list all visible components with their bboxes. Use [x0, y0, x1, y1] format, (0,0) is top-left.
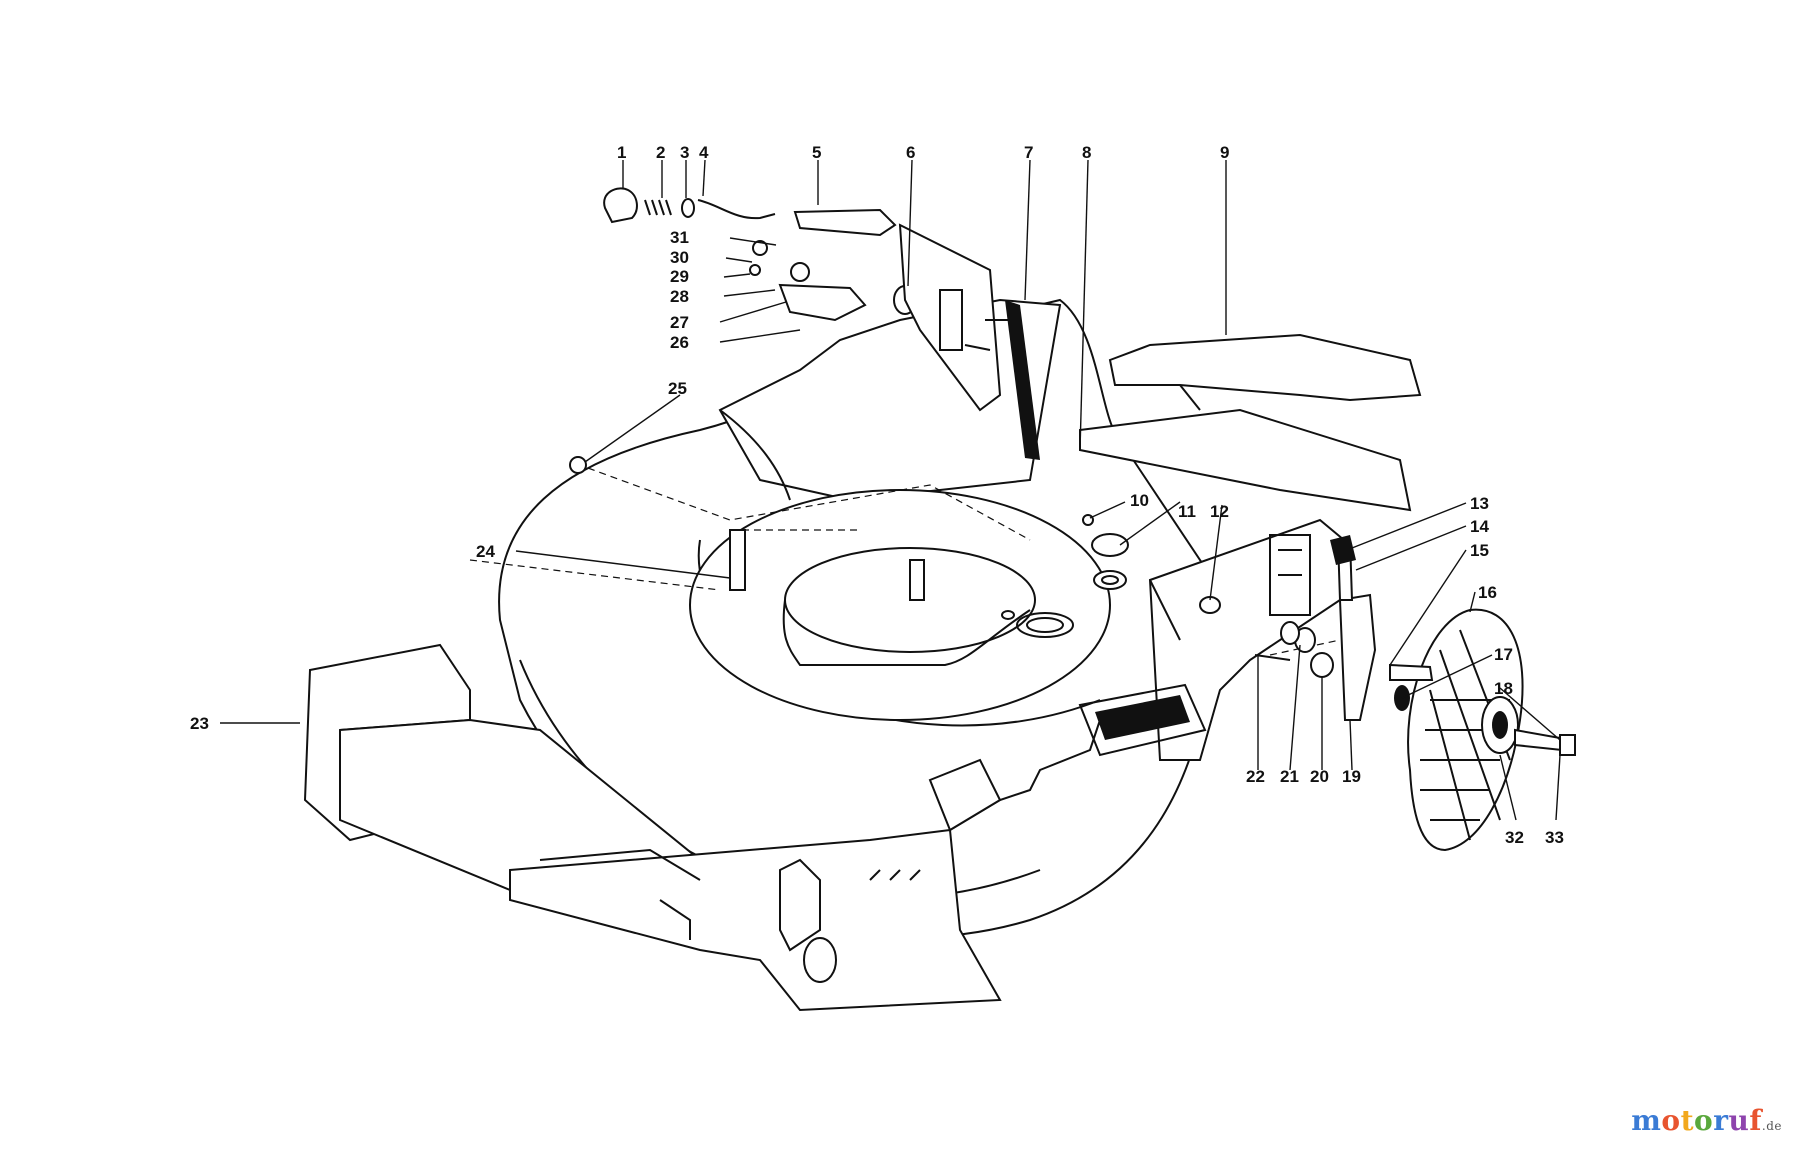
callout-30: 30	[670, 248, 689, 267]
callout-21: 21	[1280, 767, 1299, 786]
rear-wheel-assembly	[1254, 535, 1576, 852]
callout-labels: 1 2 3 4 5 6 7 8 9 10 11 12 13 14 15 16 1…	[190, 143, 1564, 847]
mower-deck-housing	[303, 298, 1352, 1012]
callout-18: 18	[1494, 679, 1513, 698]
callout-23: 23	[190, 714, 209, 733]
callout-17: 17	[1494, 645, 1513, 664]
callout-22: 22	[1246, 767, 1265, 786]
callout-6: 6	[906, 143, 915, 162]
callout-16: 16	[1478, 583, 1497, 602]
callout-1: 1	[617, 143, 626, 162]
assembly-guide-lines	[469, 467, 1341, 656]
callout-26: 26	[670, 333, 689, 352]
callout-13: 13	[1470, 494, 1489, 513]
callout-12: 12	[1210, 502, 1229, 521]
callout-14: 14	[1470, 517, 1489, 536]
callout-3: 3	[680, 143, 689, 162]
callout-2: 2	[656, 143, 665, 162]
leader-lines	[220, 159, 1561, 821]
callout-8: 8	[1082, 143, 1091, 162]
callout-7: 7	[1024, 143, 1033, 162]
callout-10: 10	[1130, 491, 1149, 510]
callout-32: 32	[1505, 828, 1524, 847]
callout-11: 11	[1178, 502, 1196, 521]
callout-29: 29	[670, 267, 689, 286]
callout-9: 9	[1220, 143, 1229, 162]
motoruf-watermark-logo: motoruf.de	[1631, 1104, 1782, 1137]
callout-4: 4	[699, 143, 709, 162]
callout-27: 27	[670, 313, 689, 332]
callout-31: 31	[670, 228, 689, 247]
callout-19: 19	[1342, 767, 1361, 786]
handle-parts	[603, 187, 1040, 460]
deck-small-parts	[569, 456, 1221, 620]
callout-25: 25	[668, 379, 687, 398]
callout-33: 33	[1545, 828, 1564, 847]
callout-28: 28	[670, 287, 689, 306]
callout-15: 15	[1470, 541, 1489, 560]
callout-5: 5	[812, 143, 821, 162]
callout-24: 24	[476, 542, 495, 561]
callout-20: 20	[1310, 767, 1329, 786]
